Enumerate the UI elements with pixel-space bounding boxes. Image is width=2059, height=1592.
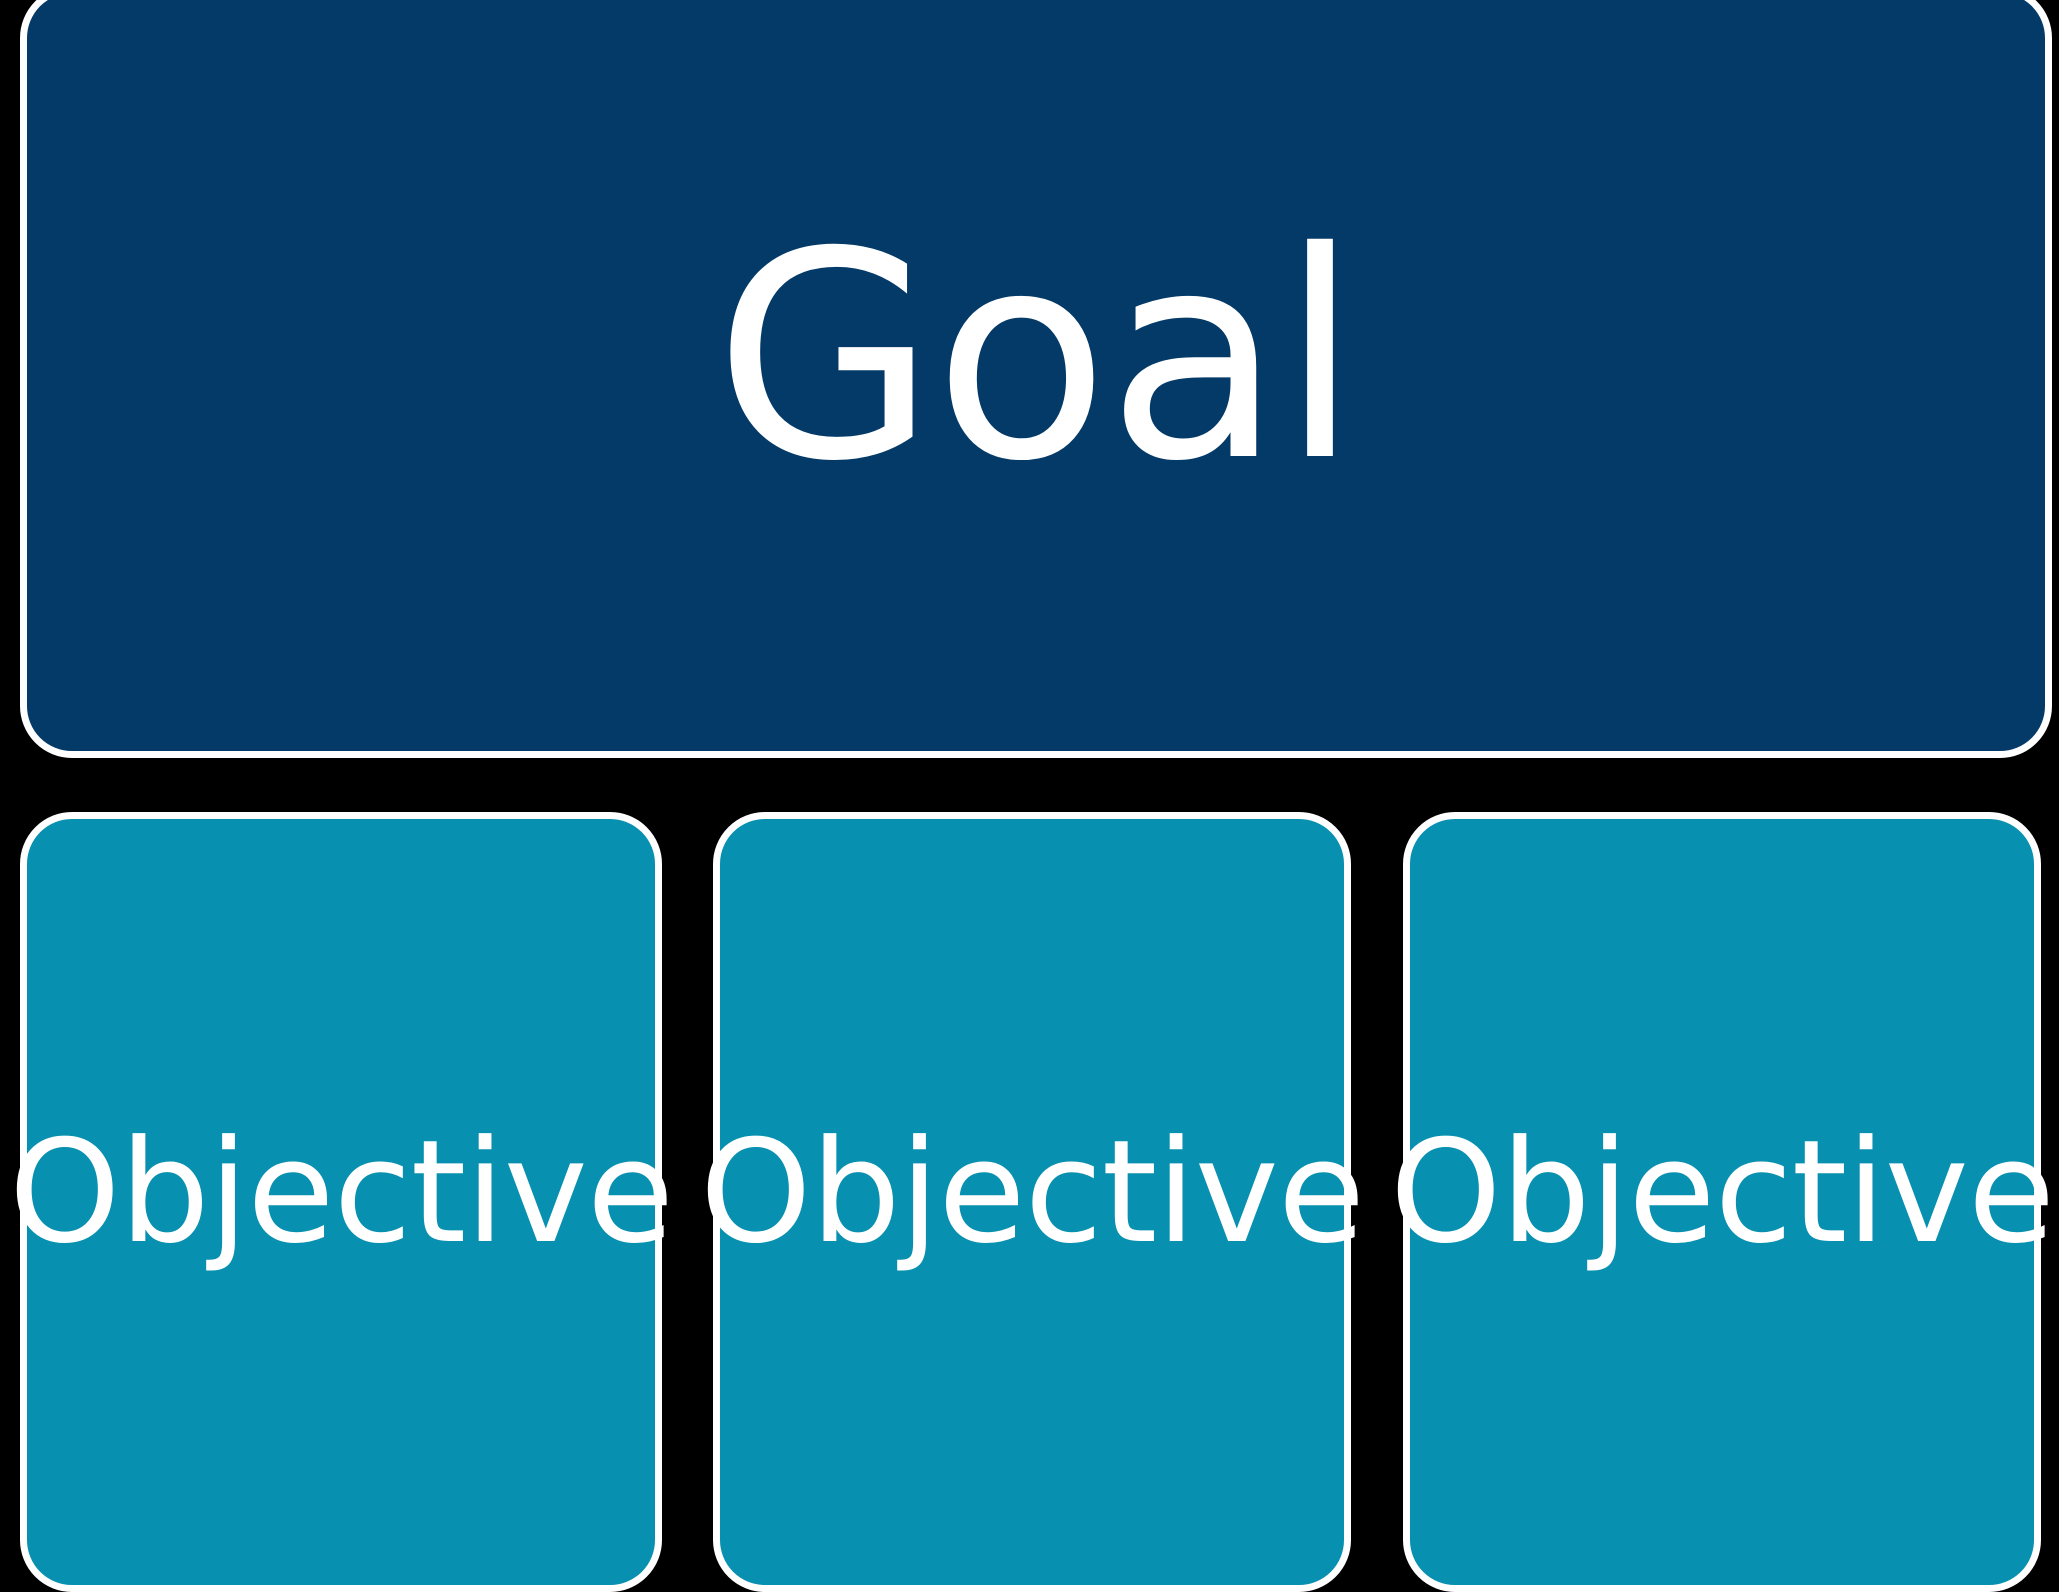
objective-node-1-label: Objective — [8, 1110, 674, 1275]
goal-node[interactable]: Goal — [20, 0, 2052, 758]
objective-row: Objective Objective Objective — [0, 812, 2059, 1592]
objective-node-1[interactable]: Objective — [9, 812, 674, 1592]
objective-node-3[interactable]: Objective — [1390, 812, 2055, 1592]
objective-node-2[interactable]: Objective — [700, 812, 1365, 1592]
goal-node-label: Goal — [714, 192, 1359, 524]
objective-node-3-label: Objective — [1389, 1110, 2055, 1275]
objective-node-2-label: Objective — [699, 1110, 1365, 1275]
